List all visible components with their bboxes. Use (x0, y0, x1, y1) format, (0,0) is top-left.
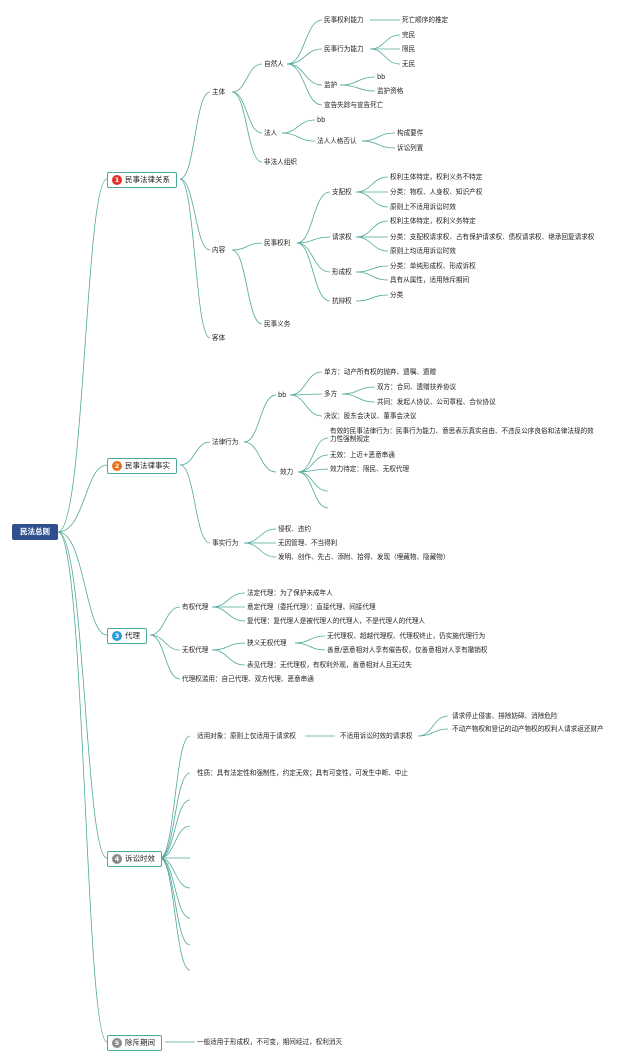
topic-label: 诉讼时效 (125, 854, 155, 863)
node-exclusion-general[interactable]: 一般适用于形成权，不可变，期间经过，权利消灭 (197, 1038, 343, 1046)
node-defense-1[interactable]: 分类 (390, 291, 404, 299)
link-root-b1 (57, 178, 108, 533)
node-void[interactable]: 无效：上近+恶意串通 (330, 451, 395, 459)
topic-label: 民事法律关系 (125, 175, 170, 184)
node-legal-person[interactable]: 法人 (264, 129, 278, 137)
node-civil-rights[interactable]: 民事权利 (264, 239, 291, 247)
node-civil-obligation[interactable]: 民事义务 (264, 320, 291, 328)
node-validity[interactable]: 效力 (280, 468, 294, 476)
node-full-capacity[interactable]: 完民 (402, 31, 416, 39)
node-apparent-agency[interactable]: 表见代理：无代理权，有权利外观，善意相对人且无过失 (247, 661, 412, 669)
node-guardian-qualification[interactable]: 监护资格 (377, 87, 404, 95)
node-dominion-3[interactable]: 原则上不适用诉讼时效 (390, 203, 456, 211)
node-capacity-conduct[interactable]: 民事行为能力 (324, 45, 364, 53)
node-resolution[interactable]: 决议：股东会决议、董事会决议 (324, 412, 417, 420)
link-root-b5 (57, 531, 108, 1043)
link-root-b4 (57, 531, 108, 859)
node-formation-right[interactable]: 形成权 (332, 268, 352, 276)
node-factual-act[interactable]: 事实行为 (212, 539, 239, 547)
node-claim-3[interactable]: 原则上均适用诉讼时效 (390, 247, 456, 255)
node-limited-capacity[interactable]: 限民 (402, 45, 416, 53)
node-narrow-2[interactable]: 善意/恶意相对人享有催告权，仅善意相对人享有撤销权 (327, 646, 488, 654)
node-multilateral[interactable]: 多方 (324, 390, 338, 398)
topic-label: 代理 (125, 631, 140, 640)
node-sub-agency[interactable]: 复代理：复代理人是被代理人的代理人，不是代理人的代理人 (247, 617, 426, 625)
node-formation-1[interactable]: 分类：单纯形成权、形成诉权 (390, 262, 476, 270)
node-joint[interactable]: 共同：发起人协议、公司章程、合伙协议 (377, 398, 496, 406)
node-declaration[interactable]: 宣告失踪与宣告死亡 (324, 101, 384, 109)
node-claim-1[interactable]: 权利主体特定，权利义务特定 (390, 217, 476, 225)
topic-label: 民事法律事实 (125, 461, 170, 470)
link-root-b2 (57, 464, 108, 533)
node-unilateral[interactable]: 单方：动产所有权的抛弃、遗嘱、遗赠 (324, 368, 437, 376)
node-narrow-unauthorized[interactable]: 狭义无权代理 (247, 639, 287, 647)
node-pending[interactable]: 效力待定：限民、无权代理 (330, 465, 410, 473)
node-bilateral[interactable]: 双方：合同、遗赠扶养协议 (377, 383, 457, 391)
node-natural-person[interactable]: 自然人 (264, 60, 284, 68)
topic-civil-legal-relation[interactable]: 1 民事法律关系 (107, 172, 177, 188)
node-factual-1[interactable]: 侵权、违约 (278, 525, 311, 533)
topic-civil-legal-fact[interactable]: 2 民事法律事实 (107, 458, 177, 474)
number-badge: 5 (112, 1038, 122, 1048)
node-death-order[interactable]: 死亡顺序的推定 (402, 16, 449, 24)
node-claim-2[interactable]: 分类：支配权请求权、占有保护请求权、债权请求权、继承回复请求权 (390, 233, 595, 241)
number-badge: 4 (112, 854, 122, 864)
node-content[interactable]: 内容 (212, 246, 226, 254)
topic-label: 除斥期间 (125, 1038, 155, 1047)
node-unauthorized-agency[interactable]: 无权代理 (182, 646, 209, 654)
node-authorized-agency[interactable]: 有权代理 (182, 603, 209, 611)
node-claim-right[interactable]: 请求权 (332, 233, 352, 241)
node-guardianship[interactable]: 监护 (324, 81, 338, 89)
node-legal-person-bb[interactable]: bb (317, 116, 326, 124)
node-dominion-1[interactable]: 权利主体特定，权利义务不特定 (390, 173, 483, 181)
node-piercing-veil[interactable]: 法人人格否认 (317, 137, 357, 145)
node-non-applicable-2[interactable]: 不动产物权和登记的动产物权的权利人请求返还财产 (452, 725, 604, 733)
node-dominion-right[interactable]: 支配权 (332, 188, 352, 196)
topic-limitation[interactable]: 4 诉讼时效 (107, 851, 162, 867)
node-agency-abuse[interactable]: 代理权滥用：自己代理、双方代理、恶意串通 (182, 675, 314, 683)
node-non-applicable-1[interactable]: 请求停止侵害、排除妨碍、消除危险 (452, 712, 558, 720)
node-subject[interactable]: 主体 (212, 88, 226, 96)
node-litigation-position[interactable]: 诉讼列置 (397, 144, 424, 152)
number-badge: 1 (112, 175, 122, 185)
node-nature[interactable]: 性质：具有法定性和强制性，约定无效；具有可变性，可发生中断、中止 (197, 769, 408, 777)
root-node[interactable]: 民法总则 (12, 524, 58, 540)
node-defense-right[interactable]: 抗辩权 (332, 297, 352, 305)
topic-agency[interactable]: 3 代理 (107, 628, 147, 644)
node-juristic-act[interactable]: 法律行为 (212, 438, 239, 446)
number-badge: 3 (112, 631, 122, 641)
link-root-b3 (57, 531, 108, 636)
node-statutory-agency[interactable]: 法定代理：为了保护未成年人 (247, 589, 333, 597)
node-capacity-rights[interactable]: 民事权利能力 (324, 16, 364, 24)
node-factual-2[interactable]: 无因管理、不当得利 (278, 539, 338, 547)
node-unincorporated-org[interactable]: 非法人组织 (264, 158, 297, 166)
node-elements[interactable]: 构成要件 (397, 129, 424, 137)
number-badge: 2 (112, 461, 122, 471)
node-formation-2[interactable]: 具有从属性，适用除斥期间 (390, 276, 470, 284)
node-valid-act[interactable]: 有效的民事法律行为：民事行为能力、意思表示真实自由、不违反公序良俗和法律法规的效… (330, 427, 594, 443)
topic-exclusion-period[interactable]: 5 除斥期间 (107, 1035, 162, 1051)
node-narrow-1[interactable]: 无代理权、超越代理权、代理权终止，仍实施代理行为 (327, 632, 486, 640)
node-non-applicable-claims[interactable]: 不适用诉讼时效的请求权 (340, 732, 413, 740)
node-object[interactable]: 客体 (212, 334, 226, 342)
node-dominion-2[interactable]: 分类：物权、人身权、知识产权 (390, 188, 483, 196)
node-juristic-bb[interactable]: bb (278, 391, 287, 399)
node-entrusted-agency[interactable]: 意定代理（委托代理）：直接代理、间接代理 (247, 603, 376, 611)
node-guardianship-bb[interactable]: bb (377, 73, 386, 81)
node-no-capacity[interactable]: 无民 (402, 60, 416, 68)
node-factual-3[interactable]: 发明、创作、先占、添附、拾得、发现（埋藏物、隐藏物） (278, 553, 450, 561)
node-applicable-object[interactable]: 适用对象：原则上仅适用于请求权 (197, 732, 296, 740)
